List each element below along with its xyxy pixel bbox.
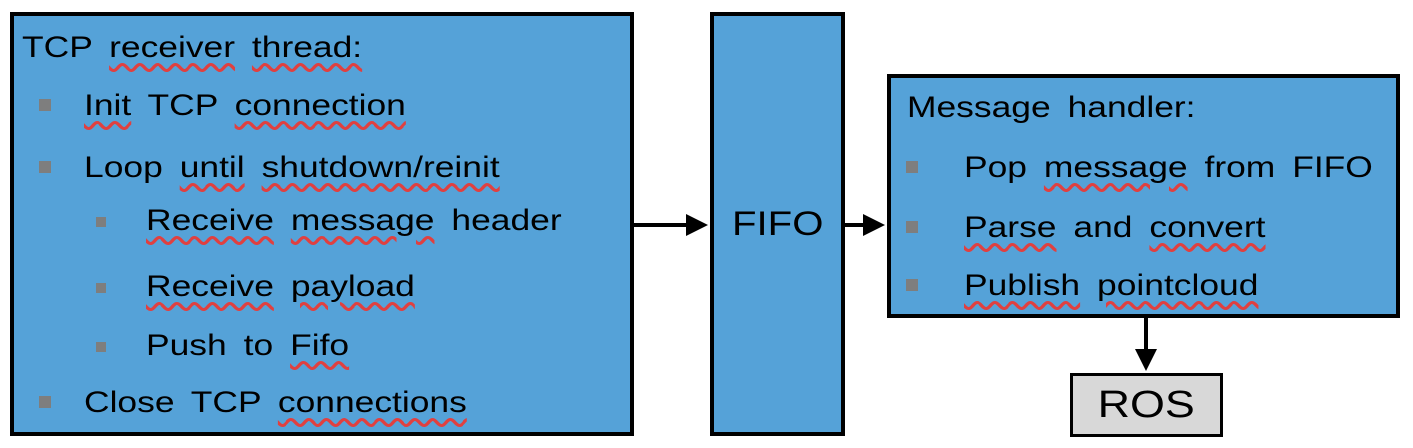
misspelled-word: message bbox=[1043, 151, 1188, 184]
misspelled-word: Publish bbox=[964, 269, 1081, 302]
square-bullet-icon bbox=[39, 161, 51, 173]
bullet-line: Push to Fifo bbox=[14, 328, 630, 366]
bullet-line: Parse and convert bbox=[891, 210, 1396, 248]
square-bullet-icon bbox=[39, 396, 51, 408]
line-text: Receive message header bbox=[146, 203, 562, 239]
line-text: Close TCP connections bbox=[84, 385, 467, 421]
misspelled-word: Fifo bbox=[290, 329, 350, 362]
line-text: Pop message from FIFO bbox=[964, 150, 1373, 186]
square-bullet-icon bbox=[96, 217, 106, 227]
bullet-line: Pop message from FIFO bbox=[891, 150, 1396, 188]
ros-box: ROS bbox=[1070, 373, 1223, 437]
word: TCP bbox=[147, 89, 218, 122]
line-text: TCP receiver thread: bbox=[22, 30, 362, 66]
misspelled-word: message bbox=[290, 204, 435, 237]
line-text: Message handler: bbox=[907, 90, 1196, 126]
line-text: Loop until shutdown/reinit bbox=[84, 150, 500, 186]
square-bullet-icon bbox=[906, 279, 918, 291]
misspelled-word: convert bbox=[1149, 211, 1266, 244]
misspelled-word: connections bbox=[277, 386, 467, 419]
misspelled-word: shutdown/reinit bbox=[261, 151, 500, 184]
square-bullet-icon bbox=[906, 161, 918, 173]
line-text: Init TCP connection bbox=[84, 88, 406, 124]
word: from bbox=[1204, 151, 1276, 184]
fifo-label: FIFO bbox=[731, 205, 824, 243]
fifo-box: FIFO bbox=[710, 12, 845, 436]
bullet-line: Close TCP connections bbox=[14, 385, 630, 423]
message-handler-box: Message handler: Pop message from FIFO Pa… bbox=[887, 74, 1400, 318]
arrow-tcp-to-fifo bbox=[634, 214, 708, 236]
line-text: Parse and convert bbox=[964, 210, 1266, 246]
word: Loop bbox=[84, 151, 163, 184]
line-text: Publish pointcloud bbox=[964, 268, 1258, 304]
misspelled-word: Parse bbox=[964, 211, 1057, 244]
bullet-line: Loop until shutdown/reinit bbox=[14, 150, 630, 188]
misspelled-word: payload bbox=[290, 270, 415, 303]
misspelled-word: pointcloud bbox=[1097, 269, 1259, 302]
bullet-line: Receive payload bbox=[14, 269, 630, 307]
bullet-line: Init TCP connection bbox=[14, 88, 630, 126]
arrow-handler-to-ros bbox=[1135, 318, 1157, 371]
word: TCP bbox=[22, 31, 93, 64]
message-handler-title: Message handler: bbox=[891, 90, 1396, 128]
line-text: Push to Fifo bbox=[146, 328, 349, 364]
word: FIFO bbox=[1292, 151, 1373, 184]
word: to bbox=[243, 329, 274, 362]
misspelled-word: Receive bbox=[146, 270, 274, 303]
word: Push bbox=[146, 329, 227, 362]
word: and bbox=[1073, 211, 1133, 244]
word: header bbox=[451, 204, 562, 237]
square-bullet-icon bbox=[96, 342, 106, 352]
tcp-receiver-thread-box: TCP receiver thread: Init TCP connection… bbox=[10, 12, 634, 436]
word: TCP bbox=[190, 386, 261, 419]
square-bullet-icon bbox=[96, 283, 106, 293]
bullet-line: Receive message header bbox=[14, 203, 630, 241]
word: Message bbox=[907, 91, 1051, 124]
misspelled-word: thread: bbox=[251, 31, 363, 64]
misspelled-word: receiver bbox=[109, 31, 236, 64]
line-text: Receive payload bbox=[146, 269, 415, 305]
word: Pop bbox=[964, 151, 1028, 184]
misspelled-word: Receive bbox=[146, 204, 274, 237]
ros-label: ROS bbox=[1097, 384, 1196, 426]
square-bullet-icon bbox=[906, 221, 918, 233]
misspelled-word: until bbox=[179, 151, 245, 184]
word: handler: bbox=[1067, 91, 1196, 124]
misspelled-word: connection bbox=[234, 89, 406, 122]
arrow-fifo-to-handler bbox=[845, 214, 885, 236]
tcp-box-title: TCP receiver thread: bbox=[14, 30, 630, 68]
square-bullet-icon bbox=[39, 99, 51, 111]
misspelled-word: Init bbox=[84, 89, 132, 122]
word: Close bbox=[84, 386, 175, 419]
bullet-line: Publish pointcloud bbox=[891, 268, 1396, 306]
